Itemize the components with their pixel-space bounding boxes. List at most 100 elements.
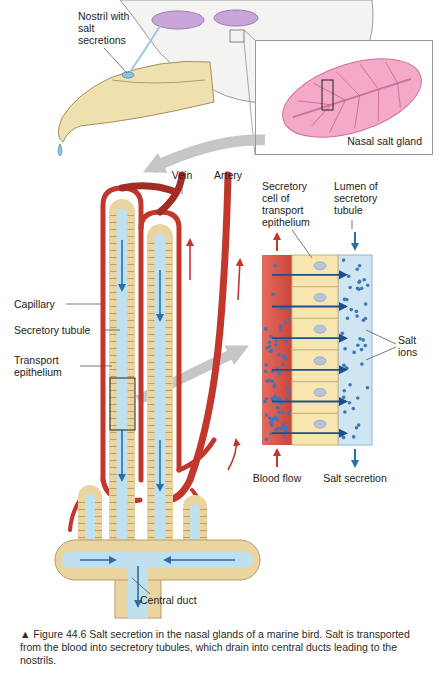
salt-ion	[284, 321, 288, 325]
salt-ion	[347, 274, 351, 278]
secretory-cell	[292, 287, 338, 319]
bird-head	[104, 48, 127, 73]
salt-ion	[265, 438, 269, 442]
inset-box: Nasal salt gland	[255, 40, 433, 155]
salt-ion	[346, 316, 350, 320]
secretory-cell	[292, 318, 338, 350]
salt-ion	[343, 347, 347, 351]
secretory-cell	[292, 413, 338, 445]
salt-ion	[265, 413, 269, 417]
salt-ion	[355, 426, 359, 430]
salt-ion	[362, 278, 366, 282]
salt-ion	[264, 327, 268, 331]
salt-ion	[287, 317, 291, 321]
flow-direction-arrow	[354, 232, 356, 249]
bird-head	[244, 30, 255, 40]
salt-ion	[360, 362, 364, 366]
salt-ion	[264, 363, 268, 367]
bird-head	[130, 26, 160, 72]
salt-ion	[268, 341, 272, 345]
salt-ion	[275, 418, 279, 422]
salt-ion	[282, 354, 286, 358]
part-label: Lumen of secretory tubule	[334, 180, 392, 216]
transport-epithelium-detail	[262, 255, 372, 445]
secretory-tubule	[90, 212, 195, 545]
salt-ion	[355, 310, 359, 314]
transport-epithelium-detail	[272, 275, 346, 433]
salt-ion	[360, 287, 364, 291]
salt-transport-arrow	[272, 274, 346, 276]
salt-ion	[348, 401, 352, 405]
salt-ion	[287, 411, 291, 415]
salt-ion	[285, 340, 289, 344]
leader-line	[292, 230, 312, 258]
salt-ion	[361, 338, 365, 342]
central-duct	[55, 540, 260, 618]
leader-line	[66, 304, 103, 305]
part-label: Nasal salt gland	[347, 135, 422, 147]
salt-ion	[279, 328, 283, 332]
part-label: Secretory cell of transport epithelium	[262, 180, 320, 228]
salt-ion	[287, 391, 291, 395]
salt-ion	[269, 421, 273, 425]
flow-arrow	[189, 240, 191, 280]
leader-line	[182, 182, 183, 194]
secretory-cell	[292, 382, 338, 414]
part-label: Salt ions	[398, 334, 432, 358]
salt-ion	[355, 267, 359, 271]
inset-gland	[273, 43, 431, 152]
part-label: Capillary	[14, 298, 66, 310]
secretory-tubule	[117, 214, 128, 545]
secretory-tubule	[85, 499, 95, 545]
leader-line	[366, 330, 396, 344]
flow-direction-arrow	[276, 234, 278, 251]
cell-nucleus	[314, 389, 326, 397]
cell-nucleus	[314, 420, 326, 428]
secretory-tubule	[183, 507, 207, 545]
flow-arrow	[122, 240, 240, 490]
bird-head	[230, 30, 244, 42]
salt-ion	[358, 337, 362, 341]
salt-ion	[269, 349, 273, 353]
salt-ion	[281, 411, 285, 415]
salt-ion	[274, 339, 278, 343]
salt-ion	[281, 423, 285, 427]
salt-ion	[276, 406, 280, 410]
part-label: Central duct	[140, 594, 220, 606]
secretory-tubule	[90, 212, 195, 545]
salt-ion	[364, 317, 368, 321]
salt-ion	[356, 287, 360, 291]
flow-direction-arrow	[354, 449, 356, 466]
figure-caption: ▲ Figure 44.6 Salt secretion in the nasa…	[20, 628, 428, 667]
salt-ion	[272, 417, 276, 421]
salt-ion	[364, 302, 368, 306]
leader-line	[132, 578, 150, 594]
salt-ion	[268, 345, 272, 349]
part-label: Transport epithelium	[14, 354, 82, 378]
transport-epithelium-detail	[338, 255, 372, 445]
salt-ion	[352, 351, 356, 355]
transport-epithelium-detail	[292, 255, 338, 445]
transport-epithelium-detail	[262, 255, 292, 445]
leader-line	[104, 330, 120, 331]
secretory-cell	[292, 350, 338, 382]
salt-ion	[342, 258, 346, 262]
salt-ion	[356, 343, 360, 347]
leader-line	[228, 182, 229, 194]
cell-nucleus	[314, 294, 326, 302]
salt-ion	[280, 427, 284, 431]
bird-head	[112, 80, 205, 83]
part-label: Nostril with salt secretions	[78, 10, 133, 46]
central-duct	[55, 540, 260, 580]
flow-arrow	[121, 240, 123, 290]
central-duct	[128, 560, 148, 618]
leader-line	[366, 347, 396, 360]
salt-ion	[342, 396, 346, 400]
salt-transport-arrow	[272, 369, 346, 371]
inset-gland	[322, 80, 333, 110]
cell-nucleus	[314, 262, 326, 270]
bird-head	[122, 72, 134, 78]
leader-line	[66, 182, 396, 594]
